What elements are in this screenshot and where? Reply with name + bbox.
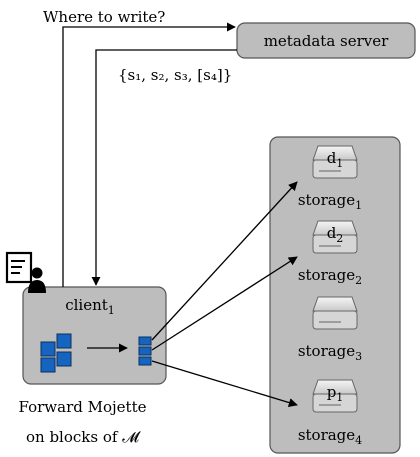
response-arrow bbox=[91, 49, 237, 286]
storage-label-2: storage2 bbox=[298, 266, 362, 287]
where-to-write-label: Where to write? bbox=[43, 8, 165, 26]
svg-text:p1: p1 bbox=[327, 383, 344, 404]
storage-panel bbox=[269, 136, 401, 454]
projections-icon bbox=[138, 336, 152, 366]
metadata-server-label: metadata server bbox=[264, 32, 389, 50]
metadata-server-box: metadata server bbox=[236, 22, 416, 59]
svg-text:d1: d1 bbox=[327, 149, 344, 170]
caption-line-1: Forward Mojette bbox=[18, 398, 147, 416]
storage-label-1: storage1 bbox=[298, 191, 362, 212]
dist-arrow-1 bbox=[151, 181, 298, 341]
storage-label-3: storage3 bbox=[298, 342, 362, 363]
storage-node-4: p1 bbox=[312, 379, 358, 413]
request-arrow bbox=[62, 22, 236, 287]
storage-node-2: d2 bbox=[312, 220, 358, 254]
blocks-icon bbox=[40, 333, 72, 373]
client-label: client1 bbox=[65, 296, 115, 317]
response-label: {s₁, s₂, s₃, [s₄]} bbox=[118, 66, 232, 84]
storage-node-1: d1 bbox=[312, 145, 358, 179]
caption-line-2: on blocks of 𝓜 bbox=[26, 428, 139, 446]
document-user-icon bbox=[5, 251, 46, 293]
dist-arrow-4 bbox=[151, 360, 298, 407]
dist-arrow-2 bbox=[151, 256, 298, 351]
storage-label-4: storage4 bbox=[298, 426, 362, 447]
svg-text:d2: d2 bbox=[327, 224, 344, 245]
storage-node-3 bbox=[312, 296, 358, 330]
